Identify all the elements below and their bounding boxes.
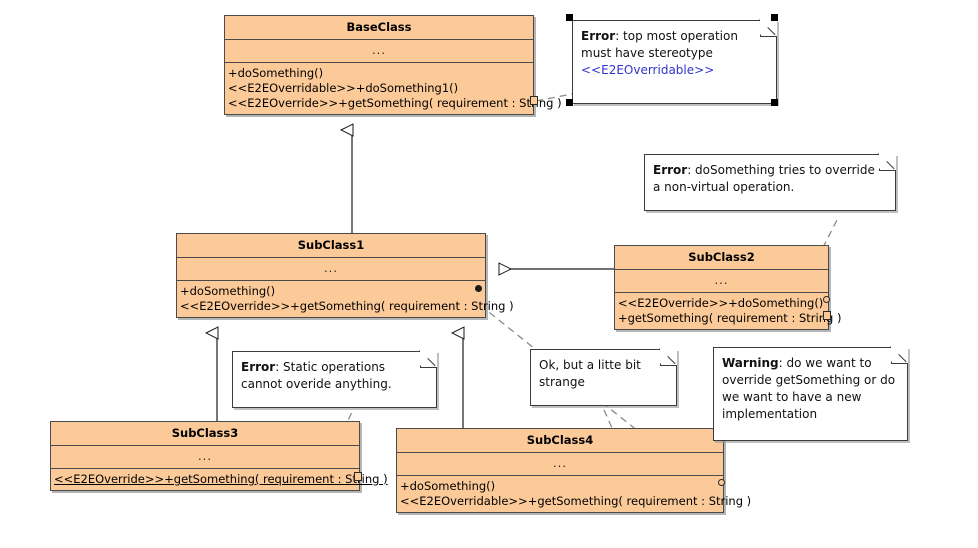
- anchor-marker-subclass4[interactable]: [718, 479, 725, 486]
- note-text: : doSomething tries to override: [687, 163, 875, 177]
- class-attributes-subclass4: ...: [397, 453, 723, 476]
- class-operations-subclass3: <<E2EOverride>>+getSomething( requiremen…: [51, 469, 388, 490]
- note-line: strange: [539, 375, 585, 389]
- note-line: a non-virtual operation.: [653, 180, 795, 194]
- note-line: Ok, but a litte bit: [539, 358, 641, 372]
- class-name-subclass3: SubClass3: [51, 422, 359, 446]
- note-lead-label: Error: [581, 29, 616, 43]
- note-error-nonvirtual[interactable]: Error: doSomething tries to override a n…: [644, 153, 896, 211]
- note-text: : top most operation: [615, 29, 738, 43]
- note-fold-icon: [891, 346, 908, 364]
- operation-item: <<E2EOverridable>>+doSomething1(): [228, 81, 459, 95]
- operation-item: <<E2EOverride>>+getSomething( requiremen…: [180, 299, 514, 313]
- note-error-stereotype[interactable]: Error: top most operation must have ster…: [572, 19, 777, 104]
- selection-handle-top-left[interactable]: [566, 14, 573, 21]
- anchor-marker-subclass1[interactable]: [475, 285, 482, 292]
- anchor-marker-baseclass[interactable]: [530, 96, 538, 105]
- note-ok-strange[interactable]: Ok, but a litte bit strange: [530, 348, 677, 406]
- note-text: : do we want to: [778, 356, 872, 370]
- note-line: Error: doSomething tries to override: [653, 162, 887, 179]
- operation-item: +doSomething(): [180, 284, 276, 298]
- uml-class-subclass3[interactable]: SubClass3 ... <<E2EOverride>>+getSomethi…: [50, 421, 388, 491]
- note-error-static[interactable]: Error: Static operations cannot overide …: [232, 350, 437, 408]
- note-line: we want to have a new: [722, 390, 862, 404]
- class-operations-subclass4: +doSomething() <<E2EOverridable>>+getSom…: [397, 476, 752, 512]
- anchor-marker-subclass3[interactable]: [354, 472, 362, 481]
- operation-item: <<E2EOverridable>>+getSomething( require…: [400, 494, 752, 508]
- note-fold-icon: [660, 348, 677, 366]
- operation-item: <<E2EOverride>>+getSomething( requiremen…: [54, 472, 388, 486]
- operation-item: +doSomething(): [228, 66, 324, 80]
- note-line: Error: top most operation: [581, 28, 768, 45]
- operation-item: +getSomething( requirement : String ): [618, 311, 842, 325]
- note-fold-icon: [760, 19, 777, 37]
- note-lead-label: Error: [241, 360, 276, 374]
- anchor-marker-subclass2-op1[interactable]: [823, 296, 830, 303]
- note-line: Warning: do we want to: [722, 355, 899, 372]
- class-operations-subclass2: <<E2EOverride>>+doSomething() +getSometh…: [615, 293, 842, 329]
- uml-class-subclass2[interactable]: SubClass2 ... <<E2EOverride>>+doSomethin…: [614, 245, 842, 330]
- operation-item: <<E2EOverride>>+doSomething(): [618, 296, 824, 310]
- note-lead-label: Warning: [722, 356, 779, 370]
- operation-item: <<E2EOverride>>+getSomething( requiremen…: [228, 96, 562, 110]
- note-fold-icon: [879, 153, 896, 171]
- class-attributes-baseclass: ...: [225, 40, 533, 63]
- note-fold-icon: [420, 350, 437, 368]
- note-line: override getSomething or do: [722, 373, 896, 387]
- class-name-subclass2: SubClass2: [615, 246, 828, 270]
- selection-handle-bottom-right[interactable]: [771, 99, 778, 106]
- note-warning-override[interactable]: Warning: do we want to override getSomet…: [713, 346, 908, 441]
- uml-class-subclass1[interactable]: SubClass1 ... +doSomething() <<E2EOverri…: [176, 233, 514, 318]
- note-line: must have stereotype: [581, 46, 713, 60]
- note-line: implementation: [722, 407, 818, 421]
- selection-handle-top-right[interactable]: [771, 14, 778, 21]
- note-anchor-subclass4: [603, 409, 613, 429]
- class-attributes-subclass2: ...: [615, 270, 828, 293]
- class-name-baseclass: BaseClass: [225, 16, 533, 40]
- note-stereotype-text: <<E2EOverridable>>: [581, 63, 715, 77]
- class-name-subclass4: SubClass4: [397, 429, 723, 453]
- operation-item: +doSomething(): [400, 479, 496, 493]
- selection-handle-bottom-left[interactable]: [566, 99, 573, 106]
- class-attributes-subclass1: ...: [177, 258, 485, 281]
- class-attributes-subclass3: ...: [51, 446, 359, 469]
- class-name-subclass1: SubClass1: [177, 234, 485, 258]
- note-lead-label: Error: [653, 163, 688, 177]
- class-operations-subclass1: +doSomething() <<E2EOverride>>+getSometh…: [177, 281, 514, 317]
- uml-class-baseclass[interactable]: BaseClass ... +doSomething() <<E2EOverri…: [224, 15, 562, 115]
- note-line: Error: Static operations: [241, 359, 428, 376]
- class-operations-baseclass: +doSomething() <<E2EOverridable>>+doSome…: [225, 63, 562, 114]
- uml-class-subclass4[interactable]: SubClass4 ... +doSomething() <<E2EOverri…: [396, 428, 752, 513]
- note-line: cannot overide anything.: [241, 377, 392, 391]
- note-text: : Static operations: [275, 360, 386, 374]
- anchor-marker-subclass2-op2[interactable]: [823, 311, 831, 320]
